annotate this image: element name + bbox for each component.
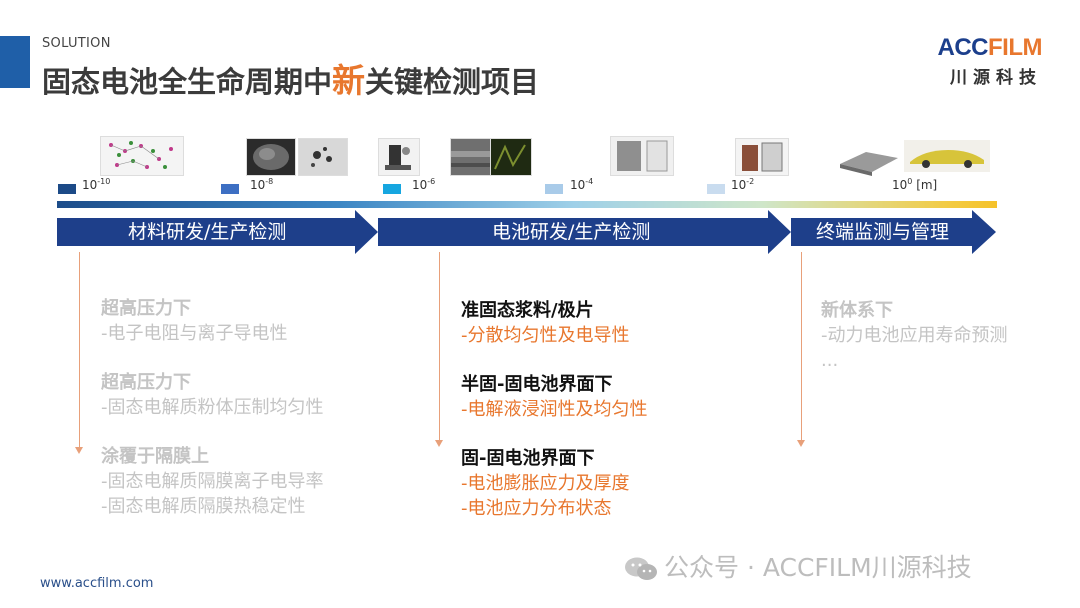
scale-gradient-bar	[57, 201, 997, 208]
logo-wordmark: ACCFILM	[937, 34, 1043, 61]
logo-chinese-name: 川源科技	[950, 68, 1042, 88]
item-detail: -电池膨胀应力及厚度	[461, 473, 630, 494]
item-detail: -电子电阻与离子导电性	[101, 323, 288, 344]
item-heading: 涂覆于隔膜上	[101, 446, 209, 467]
scale-label-5: 10-2	[731, 177, 755, 192]
title-highlight: 新	[332, 61, 366, 100]
car-image	[904, 140, 990, 172]
scale-marker-4	[545, 184, 563, 194]
item-detail: -固态电解质隔膜离子电导率	[101, 471, 324, 492]
cell-stack-image	[610, 136, 674, 176]
guide-arrowhead-middle	[435, 440, 443, 447]
scale-marker-1	[58, 184, 76, 194]
battery-testing-list: 准固态浆料/极片 -分散均匀性及电导性 半固-固电池界面下 -电解液浸润性及均匀…	[461, 298, 648, 521]
item-detail: -固态电解质粉体压制均匀性	[101, 397, 324, 418]
phase-label-terminal: 终端监测与管理	[816, 221, 950, 243]
item-detail: ...	[821, 350, 839, 371]
micrograph-image-2	[490, 138, 532, 176]
title-part-1: 固态电池全生命周期中	[42, 65, 333, 99]
wechat-watermark: 公众号 · ACCFILM川源科技	[624, 548, 972, 584]
scale-label-3: 10-6	[412, 177, 436, 192]
phase-arrow-2	[378, 210, 791, 254]
phase-arrow-1	[57, 210, 378, 254]
scale-label-2: 10-8	[250, 177, 274, 192]
title-accent-bar	[0, 36, 30, 88]
item-detail: -电解液浸润性及均匀性	[461, 399, 648, 420]
sem-particle-image-1	[246, 138, 296, 176]
guide-arrowhead-right	[797, 440, 805, 447]
micrograph-image-1	[450, 138, 492, 176]
brand-logo: ACCFILM 川源科技	[937, 34, 1043, 89]
molecular-structure-image	[100, 136, 184, 176]
scale-marker-2	[221, 184, 239, 194]
scale-label-6: 100 [m]	[892, 177, 938, 192]
phase-arrows	[57, 210, 996, 254]
item-heading: 固-固电池界面下	[461, 448, 595, 469]
phase-label-battery: 电池研发/生产检测	[492, 221, 651, 243]
battery-pack-image	[840, 152, 898, 176]
sem-particle-image-2	[298, 138, 348, 176]
title-part-2: 关键检测项目	[365, 65, 540, 99]
watermark-text: 公众号 · ACCFILM川源科技	[664, 553, 972, 582]
scale-label-1: 10-10	[82, 177, 111, 192]
guide-line-left	[79, 252, 80, 447]
item-detail: -动力电池应用寿命预测	[821, 325, 1008, 346]
section-kicker: SOLUTION	[42, 36, 111, 51]
guide-line-right	[801, 252, 802, 440]
wechat-icon	[625, 557, 657, 580]
guide-line-middle	[439, 252, 440, 440]
phase-arrow-3	[791, 210, 996, 254]
pouch-cell-image	[735, 138, 789, 176]
item-detail: -电池应力分布状态	[461, 498, 612, 519]
item-heading: 准固态浆料/极片	[461, 300, 594, 321]
terminal-monitoring-list: 新体系下 -动力电池应用寿命预测 ...	[821, 298, 1008, 373]
instrument-image	[378, 138, 420, 176]
website-link[interactable]: www.accfilm.com	[40, 576, 154, 591]
item-heading: 超高压力下	[101, 372, 191, 393]
item-heading: 半固-固电池界面下	[461, 374, 613, 395]
scale-label-4: 10-4	[570, 177, 594, 192]
item-detail: -分散均匀性及电导性	[461, 325, 630, 346]
item-detail: -固态电解质隔膜热稳定性	[101, 496, 306, 517]
scale-marker-5	[707, 184, 725, 194]
material-testing-list: 超高压力下 -电子电阻与离子导电性 超高压力下 -固态电解质粉体压制均匀性 涂覆…	[101, 296, 324, 519]
phase-label-material: 材料研发/生产检测	[128, 221, 287, 243]
scale-marker-3	[383, 184, 401, 194]
item-heading: 超高压力下	[101, 298, 191, 319]
guide-arrowhead-left	[75, 447, 83, 454]
page-title: 固态电池全生命周期中新关键检测项目	[42, 54, 539, 102]
item-heading: 新体系下	[821, 300, 893, 321]
length-scale: 10-10 10-8 10-6 10-4 10-2 100 [m]	[0, 0, 1080, 200]
